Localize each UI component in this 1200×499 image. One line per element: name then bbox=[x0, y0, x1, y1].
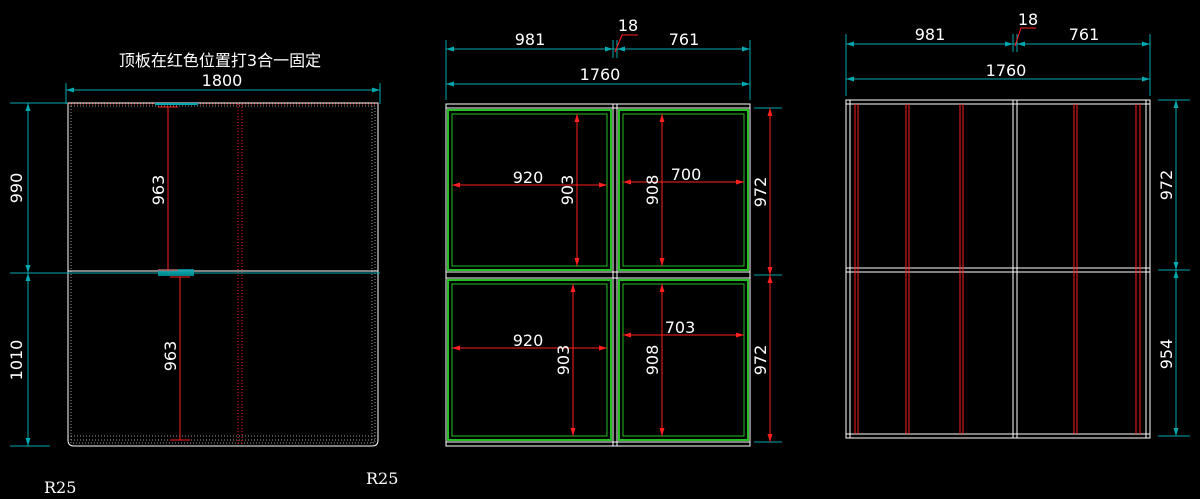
arrow-head bbox=[1173, 100, 1179, 108]
frame-top-left bbox=[447, 109, 612, 271]
arrow-head bbox=[570, 428, 576, 436]
right-height-bottom-label: 954 bbox=[1157, 339, 1176, 370]
arrow-head bbox=[452, 345, 460, 351]
arrow-head bbox=[659, 284, 665, 292]
tr-width-label: 700 bbox=[671, 165, 702, 184]
bl-height-label: 903 bbox=[554, 345, 573, 376]
br-width-label: 703 bbox=[665, 318, 696, 337]
arrow-head bbox=[1142, 76, 1150, 82]
arrow-head bbox=[372, 87, 380, 93]
middle-connector bbox=[158, 269, 194, 276]
frame-bottom-right-inner bbox=[622, 283, 745, 437]
right-height-top-label: 972 bbox=[751, 177, 770, 208]
arrow-head bbox=[659, 114, 665, 122]
frame-top-left-inner bbox=[451, 113, 608, 267]
arrow-head bbox=[659, 258, 665, 266]
arrow-head bbox=[736, 332, 744, 338]
arrow-head bbox=[25, 103, 31, 111]
gap-label: 18 bbox=[618, 16, 638, 35]
right-view: 981 761 18 1760 bbox=[845, 10, 1190, 439]
arrow-head bbox=[574, 258, 580, 266]
bl-width-label: 920 bbox=[513, 331, 544, 350]
gap-leader bbox=[614, 34, 638, 53]
br-height-label: 908 bbox=[643, 345, 662, 376]
arrow-head bbox=[599, 182, 607, 188]
tl-width-label: 920 bbox=[513, 168, 544, 187]
left-view: 顶板在红色位置打3合一固定 1800 990 1010 bbox=[7, 51, 398, 497]
height-bottom-label: 1010 bbox=[7, 340, 26, 381]
arrow-head bbox=[605, 46, 613, 52]
left-width-label: 981 bbox=[915, 25, 946, 44]
arrow-head bbox=[617, 46, 625, 52]
arrow-head bbox=[846, 76, 854, 82]
total-width-label: 1760 bbox=[986, 61, 1027, 80]
arrow-head bbox=[446, 46, 454, 52]
frame-top-right-inner bbox=[622, 113, 745, 267]
cabinet-outline bbox=[445, 103, 751, 447]
arrow-head bbox=[623, 332, 631, 338]
arrow-head bbox=[736, 179, 744, 185]
arrow-head bbox=[767, 108, 773, 116]
arrow-head bbox=[623, 179, 631, 185]
tr-height-label: 908 bbox=[643, 175, 662, 206]
back-panel-outline bbox=[845, 99, 1151, 439]
arrow-head bbox=[1005, 41, 1013, 47]
arrow-head bbox=[1173, 262, 1179, 270]
arrow-head bbox=[599, 345, 607, 351]
right-width-label: 761 bbox=[1069, 25, 1100, 44]
right-height-top-label: 972 bbox=[1157, 170, 1176, 201]
arrow-head bbox=[742, 46, 750, 52]
arrow-head bbox=[767, 275, 773, 283]
frame-bottom-left bbox=[447, 279, 612, 441]
arrow-head bbox=[659, 428, 665, 436]
top-panel-note: 顶板在红色位置打3合一固定 bbox=[119, 51, 321, 70]
radius-left-label: R25 bbox=[44, 478, 76, 497]
gap-label: 18 bbox=[1018, 10, 1038, 29]
frame-bottom-left-inner bbox=[451, 283, 608, 437]
arrow-head bbox=[446, 81, 454, 87]
top-panel-outline bbox=[67, 102, 379, 447]
arrow-head bbox=[570, 284, 576, 292]
right-height-bottom-label: 972 bbox=[751, 345, 770, 376]
arrow-head bbox=[1142, 41, 1150, 47]
arrow-head bbox=[1017, 41, 1025, 47]
gap-leader bbox=[1014, 27, 1036, 47]
width-label: 1800 bbox=[202, 71, 243, 90]
arrow-head bbox=[452, 182, 460, 188]
left-width-label: 981 bbox=[515, 30, 546, 49]
total-width-label: 1760 bbox=[580, 65, 621, 84]
arrow-head bbox=[1173, 270, 1179, 278]
arrow-head bbox=[66, 87, 74, 93]
edge-banding-outline bbox=[70, 105, 376, 444]
inner-bottom-label: 963 bbox=[161, 341, 180, 372]
arrow-head bbox=[25, 273, 31, 281]
arrow-head bbox=[742, 81, 750, 87]
arrow-head bbox=[1173, 428, 1179, 436]
arrow-head bbox=[25, 265, 31, 273]
arrow-head bbox=[767, 434, 773, 442]
right-width-label: 761 bbox=[669, 30, 700, 49]
arrow-head bbox=[846, 41, 854, 47]
arrow-head bbox=[767, 267, 773, 275]
frame-top-right bbox=[618, 109, 749, 271]
radius-right-label: R25 bbox=[366, 469, 398, 488]
arrow-head bbox=[574, 114, 580, 122]
inner-top-label: 963 bbox=[149, 175, 168, 206]
frame-bottom-right bbox=[618, 279, 749, 441]
tl-height-label: 903 bbox=[558, 175, 577, 206]
arrow-head bbox=[25, 438, 31, 446]
middle-view: 981 761 18 1760 920 903 bbox=[445, 16, 782, 447]
height-top-label: 990 bbox=[7, 173, 26, 204]
